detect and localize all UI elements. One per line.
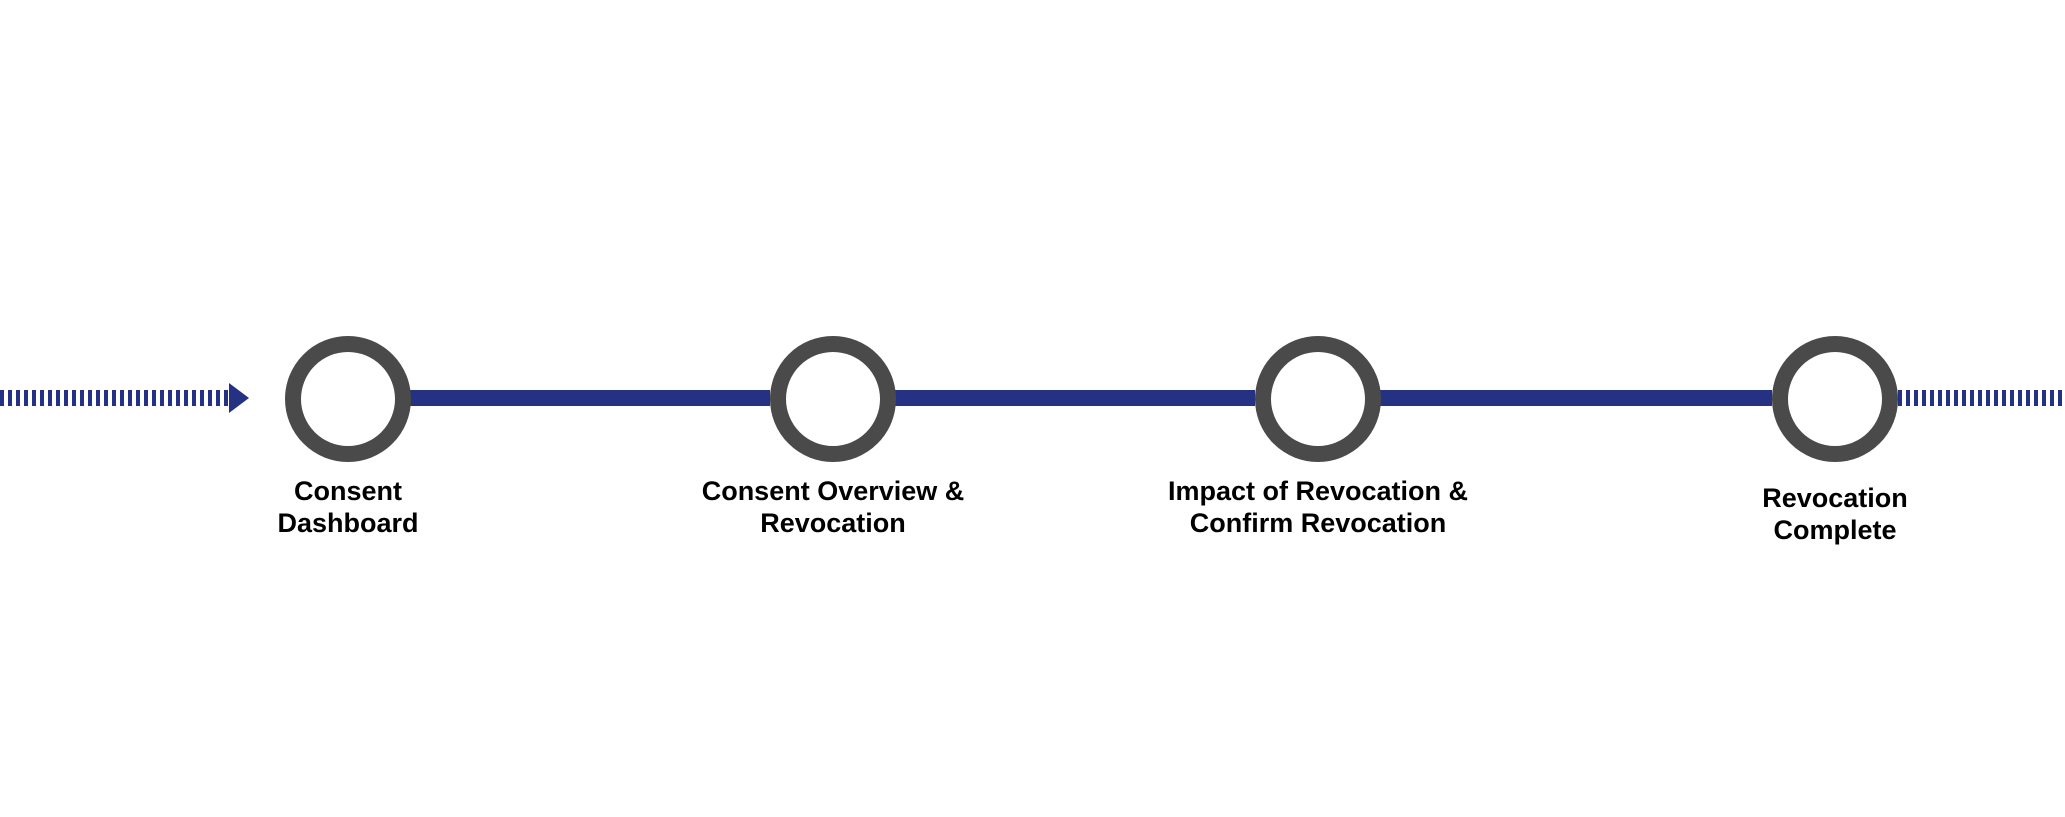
step-label-4: Revocation Complete	[1625, 482, 2045, 546]
step-node-2	[770, 336, 896, 462]
step-label-1-line-1: Consent	[294, 476, 402, 506]
step-label-4-line-2: Complete	[1773, 515, 1897, 545]
step-node-1	[285, 336, 411, 462]
step-label-3: Impact of Revocation & Confirm Revocatio…	[1108, 475, 1528, 539]
step-label-3-line-1: Impact of Revocation &	[1167, 476, 1469, 506]
step-node-4	[1772, 336, 1898, 462]
step-label-2: Consent Overview & Revocation	[623, 475, 1043, 539]
step-node-3	[1255, 336, 1381, 462]
step-label-2-line-1: Consent Overview &	[701, 476, 965, 506]
step-label-1: Consent Dashboard	[138, 475, 558, 539]
step-label-3-line-2: Confirm Revocation	[1189, 508, 1447, 538]
step-label-1-line-2: Dashboard	[277, 508, 419, 538]
step-label-2-line-2: Revocation	[760, 508, 906, 538]
step-label-4-line-1: Revocation	[1762, 483, 1908, 513]
right-arrow-icon	[229, 383, 249, 413]
